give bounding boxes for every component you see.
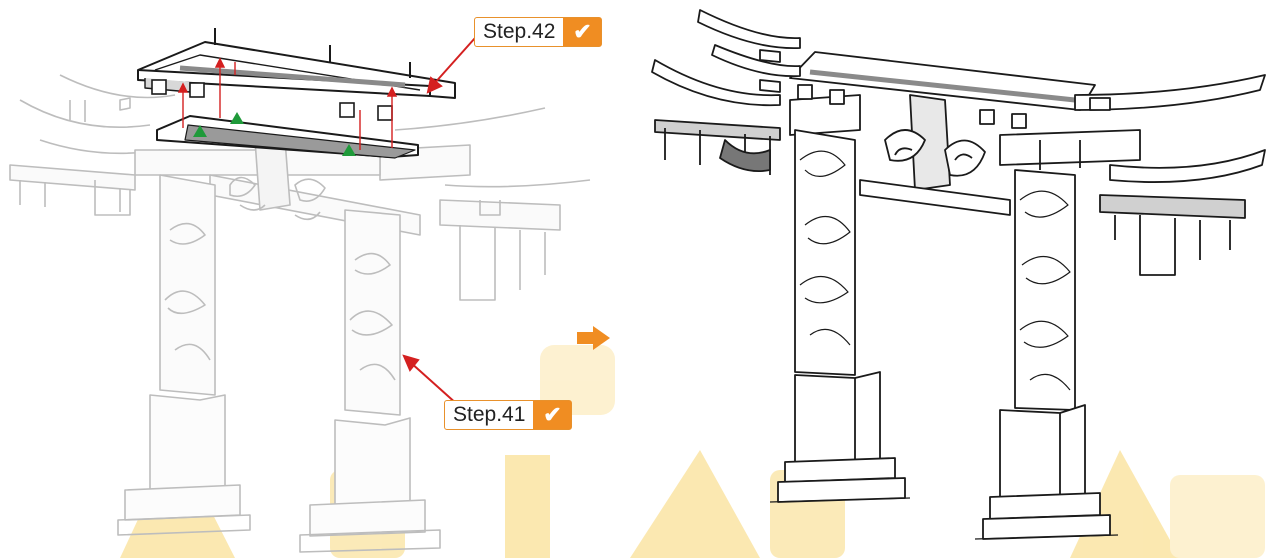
arrow-right-icon (577, 326, 610, 350)
step42-top-frame (137, 28, 456, 99)
step-41-label: Step.41 (453, 403, 526, 426)
step42-posts (151, 79, 393, 121)
right-gate-completed (651, 9, 1266, 540)
left-pillar-1 (117, 174, 251, 536)
triangle-marker-icon (193, 112, 356, 156)
step-42-badge: Step.42 ✔ (474, 17, 603, 47)
check-icon: ✔ (563, 18, 602, 46)
right-roof-wing-left (651, 9, 801, 175)
right-carving (884, 94, 986, 191)
left-roof-wing-left (9, 74, 176, 216)
alignment-guides (177, 57, 398, 150)
left-pillar-2 (299, 209, 441, 553)
left-carving (229, 139, 326, 221)
right-roof-wing-right (999, 74, 1266, 276)
callout-arrows (402, 37, 476, 406)
left-roof-wing-right (379, 107, 591, 301)
right-pillar-1 (769, 129, 911, 503)
step42-lower-frame (156, 115, 419, 159)
right-pillar-2 (974, 169, 1119, 540)
step-41-badge: Step.41 ✔ (444, 400, 573, 430)
step-42-label: Step.42 (483, 20, 556, 43)
check-icon: ✔ (533, 401, 572, 429)
